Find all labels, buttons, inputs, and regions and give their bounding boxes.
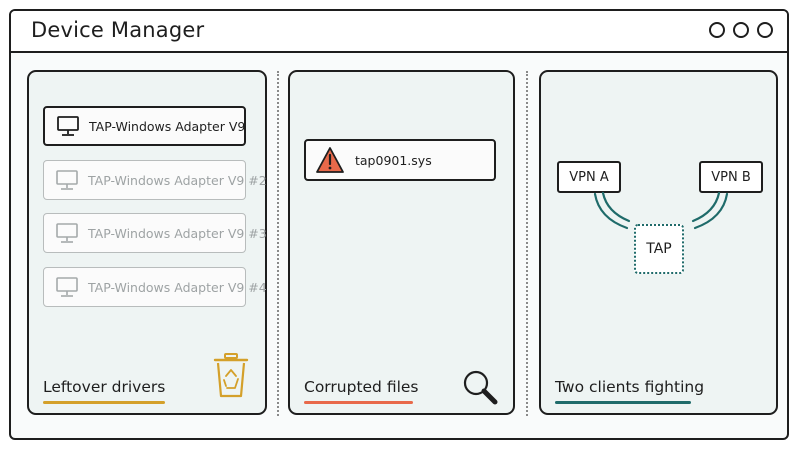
device-label: TAP-Windows Adapter V9 #3 — [88, 225, 267, 241]
title-bar: Device Manager — [11, 11, 787, 53]
monitor-icon — [56, 277, 78, 297]
window-control-3-icon[interactable] — [757, 22, 773, 38]
panel-underline — [304, 401, 413, 404]
device-label: TAP-Windows Adapter V9 #4 — [88, 279, 267, 295]
panel-title: Corrupted files — [304, 378, 419, 404]
window-control-1-icon[interactable] — [709, 22, 725, 38]
vpn-a-box[interactable]: VPN A — [557, 161, 621, 193]
panel-title: Leftover drivers — [43, 378, 166, 404]
panel-leftover-drivers: TAP-Windows Adapter V9 TAP-Windows Adapt… — [27, 70, 267, 415]
panel-divider — [526, 71, 528, 416]
vpn-b-box[interactable]: VPN B — [699, 161, 763, 193]
window-title: Device Manager — [31, 18, 205, 42]
device-label: TAP-Windows Adapter V9 — [89, 118, 246, 134]
monitor-icon — [56, 223, 78, 243]
device-item-1[interactable]: TAP-Windows Adapter V9 — [43, 106, 246, 146]
warning-icon — [316, 147, 344, 173]
panel-corrupted-files: tap0901.sys Corrupted files — [288, 70, 515, 415]
panel-two-clients-fighting: VPN A VPN B TAP Two clients fighting — [539, 70, 778, 415]
monitor-icon — [56, 170, 78, 190]
device-item-4[interactable]: TAP-Windows Adapter V9 #4 — [43, 267, 267, 307]
device-item-2[interactable]: TAP-Windows Adapter V9 #2 — [43, 160, 267, 200]
magnifier-icon[interactable] — [462, 369, 500, 407]
file-item[interactable]: tap0901.sys — [304, 139, 496, 181]
device-label: TAP-Windows Adapter V9 #2 — [88, 172, 267, 188]
panel-title: Two clients fighting — [555, 378, 705, 404]
monitor-icon — [57, 116, 79, 136]
device-manager-window: Device Manager TAP-Windows Adapter V9 TA… — [9, 9, 789, 440]
recycle-bin-icon[interactable] — [212, 352, 250, 400]
panel-title-text: Corrupted files — [304, 378, 419, 396]
conflict-arcs — [593, 191, 729, 230]
panel-underline — [555, 401, 691, 404]
panel-underline — [43, 401, 165, 404]
device-item-3[interactable]: TAP-Windows Adapter V9 #3 — [43, 213, 267, 253]
file-label: tap0901.sys — [355, 152, 432, 168]
tap-adapter-box[interactable]: TAP — [634, 224, 684, 274]
panel-title-text: Two clients fighting — [555, 378, 705, 396]
panel-title-text: Leftover drivers — [43, 378, 166, 396]
panel-divider — [277, 71, 279, 416]
window-control-2-icon[interactable] — [733, 22, 749, 38]
